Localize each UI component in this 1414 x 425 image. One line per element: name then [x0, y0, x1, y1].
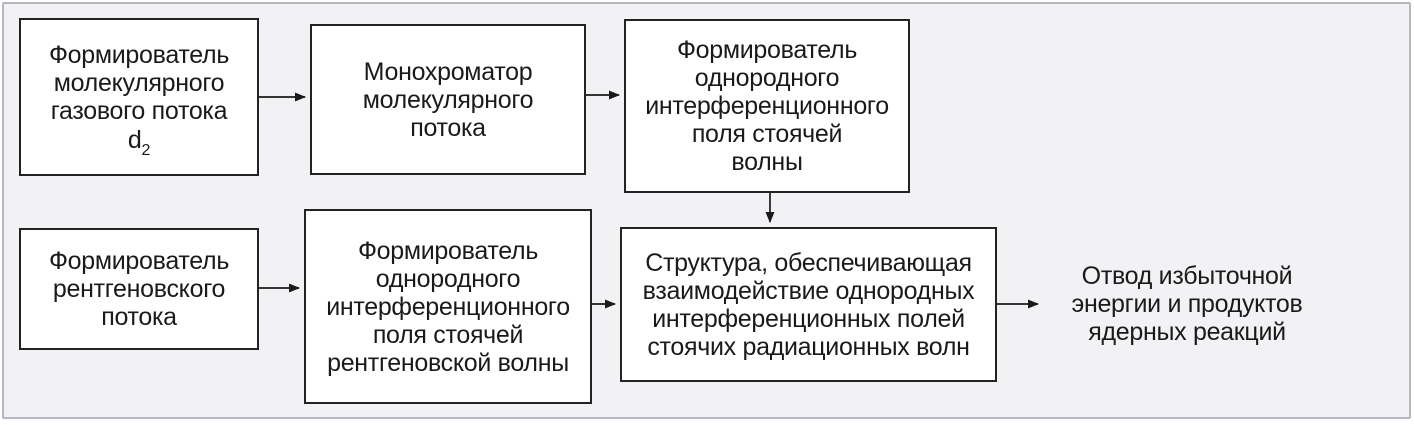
box-label: Формирователь однородного интерференцион… — [645, 36, 889, 176]
box-standing-wave-interference-field-former: Формирователь однородного интерференцион… — [624, 19, 910, 193]
box-xray-standing-wave-interference-field-former: Формирователь однородного интерференцион… — [304, 209, 592, 404]
box-molecular-flow-monochromator: Монохроматор молекулярного потока — [310, 24, 586, 175]
box-label: Монохроматор молекулярного потока — [362, 57, 534, 142]
box-xray-flow-former: Формирователь рентгеновского потока — [19, 228, 259, 350]
output-label-text: Отвод избыточной энергии и продуктов яде… — [1071, 262, 1303, 346]
formula-base: d — [127, 125, 142, 154]
box-label: Формирователь рентгеновского потока — [48, 247, 230, 331]
output-label: Отвод избыточной энергии и продуктов яде… — [1047, 258, 1327, 350]
box-label: Структура, обеспечивающая взаимодействие… — [642, 248, 975, 361]
box-interaction-structure: Структура, обеспечивающая взаимодействие… — [620, 227, 997, 382]
box-label: Формирователь молекулярного газового пот… — [48, 40, 230, 125]
formula-subscript: 2 — [141, 141, 151, 159]
box-label: Формирователь однородного интерференцион… — [326, 236, 570, 377]
box-molecular-gas-flow-former: Формирователь молекулярного газового пот… — [19, 18, 259, 176]
formula-d2: d2 — [127, 125, 151, 159]
